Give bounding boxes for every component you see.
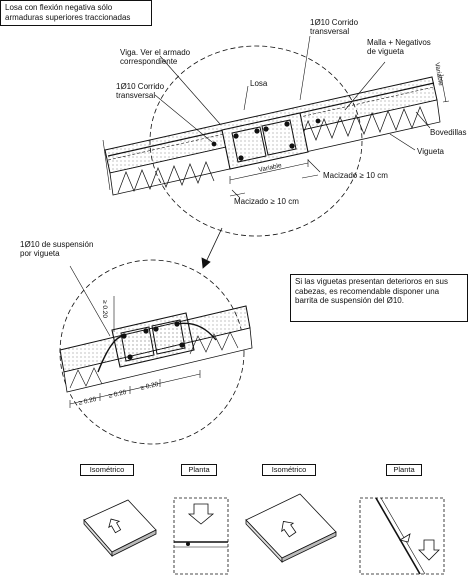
label-dim-020-d: ≥ 0.20 bbox=[101, 300, 108, 319]
legend-plan-2 bbox=[359, 497, 445, 575]
legend-iso-2 bbox=[245, 493, 337, 564]
label-bovedillas: Bovedillas bbox=[430, 128, 467, 137]
leader-suspension bbox=[69, 265, 111, 337]
detail-circle-upper bbox=[149, 45, 363, 237]
label-suspension: 1Ø10 de suspensión por vigueta bbox=[20, 240, 94, 258]
tab-planta-2: Planta bbox=[386, 464, 422, 476]
note-box: Si las viguetas presentan deterioros en … bbox=[290, 274, 468, 322]
label-corrido-top: 1Ø10 Corrido transversal bbox=[310, 18, 359, 36]
tab-planta-1: Planta bbox=[181, 464, 217, 476]
tab-isometrico-2: Isométrico bbox=[262, 464, 316, 476]
tab-isometrico-1: Isométrico bbox=[80, 464, 134, 476]
label-viga: Viga. Ver el armado correspondiente bbox=[120, 48, 191, 66]
label-macizado-left: Macizado ≥ 10 cm bbox=[234, 197, 299, 206]
truss-left bbox=[117, 161, 215, 194]
label-macizado-right: Macizado ≥ 10 cm bbox=[323, 171, 388, 180]
truss-right bbox=[299, 106, 429, 143]
lower-slab-section bbox=[59, 296, 253, 408]
label-vigueta: Vigueta bbox=[417, 147, 444, 156]
callout-arrow bbox=[201, 227, 223, 269]
upper-slab-section bbox=[102, 74, 450, 197]
leader-lines-upper bbox=[154, 35, 431, 199]
title-box: Losa con flexión negativa sólo armaduras… bbox=[0, 0, 152, 26]
label-corrido-left: 1Ø10 Corrido transversal bbox=[116, 82, 165, 100]
label-malla: Malla + Negativos de vigueta bbox=[367, 38, 431, 56]
legend-iso-1 bbox=[83, 499, 157, 558]
label-losa: Losa bbox=[250, 79, 268, 88]
legend-plan-1 bbox=[173, 497, 229, 575]
